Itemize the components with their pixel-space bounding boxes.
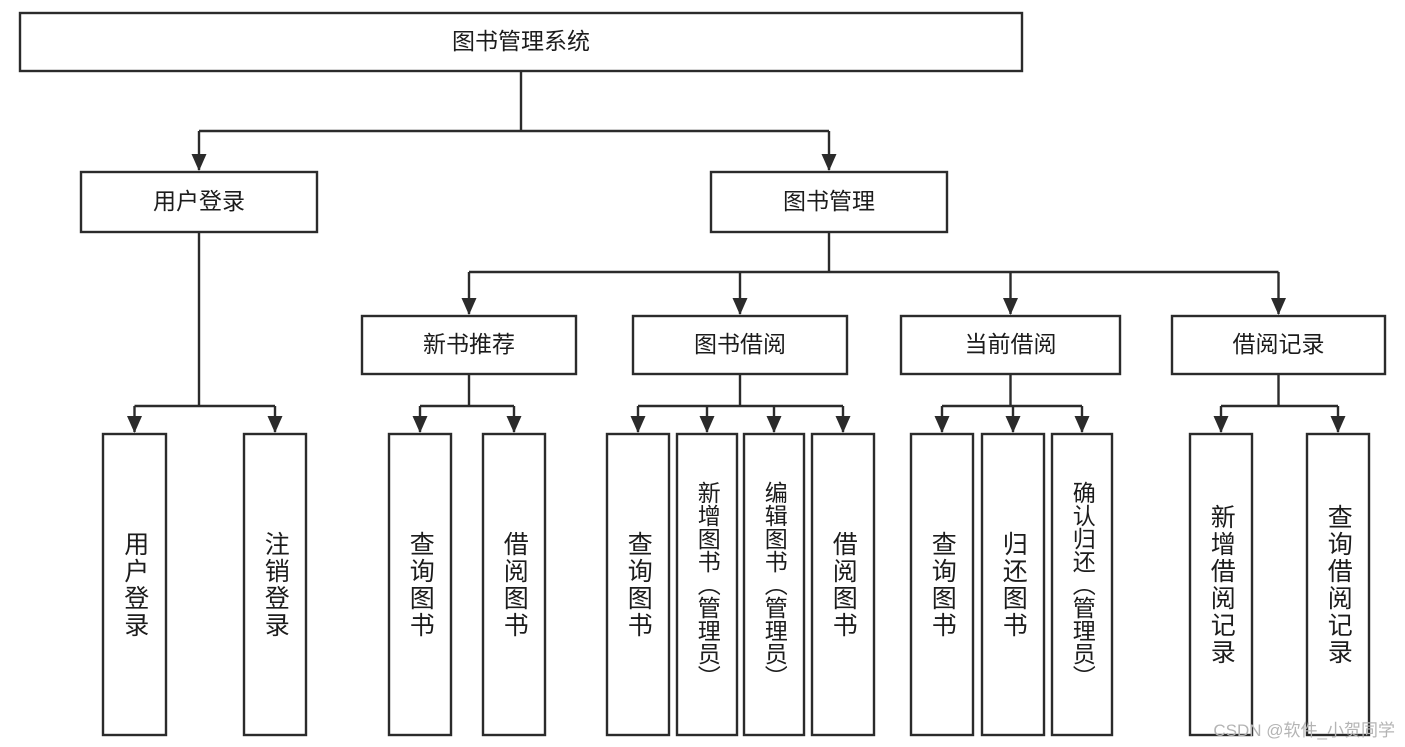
arrow-head-leaf-query-book-1	[412, 416, 428, 433]
node-box-leaf-borrow-book-1[interactable]	[481, 432, 547, 737]
node-leaf-query-book-2[interactable]	[605, 432, 671, 737]
arrow-head-leaf-confirm-return	[1074, 416, 1090, 433]
node-book-borrow[interactable]: 图书借阅	[631, 314, 849, 376]
arrow-head-current-borrow	[1003, 298, 1018, 315]
node-box-root[interactable]	[18, 11, 1024, 73]
node-box-leaf-confirm-return[interactable]	[1050, 432, 1114, 737]
node-leaf-user-login[interactable]	[101, 432, 168, 737]
node-box-leaf-query-record[interactable]	[1305, 432, 1371, 737]
node-box-leaf-query-book-2[interactable]	[605, 432, 671, 737]
arrow-head-book-borrow	[732, 298, 748, 315]
node-user-login[interactable]: 用户登录	[79, 170, 319, 234]
arrow-head-leaf-borrow-book-2	[835, 416, 851, 433]
arrow-head-borrow-record	[1271, 298, 1286, 315]
node-box-leaf-user-login[interactable]	[101, 432, 168, 737]
node-leaf-confirm-return[interactable]	[1050, 432, 1114, 737]
arrow-head-leaf-query-book-3	[934, 416, 950, 433]
node-box-book-borrow[interactable]	[631, 314, 849, 376]
node-leaf-add-record[interactable]	[1188, 432, 1254, 737]
node-box-leaf-edit-book[interactable]	[742, 432, 806, 737]
arrow-head-leaf-edit-book	[766, 416, 782, 433]
node-box-leaf-return-book[interactable]	[980, 432, 1046, 737]
arrow-head-leaf-borrow-book-1	[506, 416, 522, 433]
node-box-leaf-borrow-book-2[interactable]	[810, 432, 876, 737]
node-label-book-manage: 图书管理	[783, 188, 875, 214]
node-borrow-record[interactable]: 借阅记录	[1170, 314, 1387, 376]
node-leaf-return-book[interactable]	[980, 432, 1046, 737]
csdn-watermark: CSDN @软件_小贺同学	[1213, 721, 1395, 740]
node-leaf-query-book-3[interactable]	[909, 432, 975, 737]
arrow-head-leaf-query-book-2	[630, 416, 646, 433]
node-box-leaf-add-book[interactable]	[675, 432, 739, 737]
node-box-user-login[interactable]	[79, 170, 319, 234]
node-label-new-book-rec: 新书推荐	[423, 331, 515, 357]
node-book-manage[interactable]: 图书管理	[709, 170, 949, 234]
node-leaf-edit-book[interactable]	[742, 432, 806, 737]
node-box-borrow-record[interactable]	[1170, 314, 1387, 376]
node-box-leaf-query-book-1[interactable]	[387, 432, 453, 737]
node-label-borrow-record: 借阅记录	[1233, 331, 1325, 357]
node-box-leaf-query-book-3[interactable]	[909, 432, 975, 737]
arrow-head-book-manage	[821, 154, 837, 171]
arrow-head-leaf-add-record	[1213, 416, 1229, 433]
connectors-layer	[127, 71, 1346, 433]
node-leaf-borrow-book-1[interactable]	[481, 432, 547, 737]
arrow-head-leaf-query-record	[1330, 416, 1346, 433]
arrow-head-leaf-return-book	[1005, 416, 1021, 433]
node-box-leaf-add-record[interactable]	[1188, 432, 1254, 737]
arrow-head-new-book-rec	[461, 298, 477, 315]
node-leaf-query-book-1[interactable]	[387, 432, 453, 737]
node-box-leaf-user-logout[interactable]	[242, 432, 308, 737]
arrow-head-leaf-add-book	[699, 416, 715, 433]
node-label-book-borrow: 图书借阅	[694, 331, 786, 357]
node-label-root: 图书管理系统	[452, 28, 590, 54]
node-box-new-book-rec[interactable]	[360, 314, 578, 376]
node-label-user-login: 用户登录	[153, 188, 245, 214]
node-leaf-add-book[interactable]	[675, 432, 739, 737]
node-box-book-manage[interactable]	[709, 170, 949, 234]
node-label-current-borrow: 当前借阅	[965, 331, 1057, 357]
node-box-current-borrow[interactable]	[899, 314, 1122, 376]
node-leaf-user-logout[interactable]	[242, 432, 308, 737]
arrow-head-leaf-user-login	[127, 416, 142, 433]
node-root[interactable]: 图书管理系统	[18, 11, 1024, 73]
node-new-book-rec[interactable]: 新书推荐	[360, 314, 578, 376]
node-current-borrow[interactable]: 当前借阅	[899, 314, 1122, 376]
arrow-head-leaf-user-logout	[267, 416, 283, 433]
node-leaf-query-record[interactable]	[1305, 432, 1371, 737]
arrow-head-user-login	[191, 154, 207, 171]
node-leaf-borrow-book-2[interactable]	[810, 432, 876, 737]
